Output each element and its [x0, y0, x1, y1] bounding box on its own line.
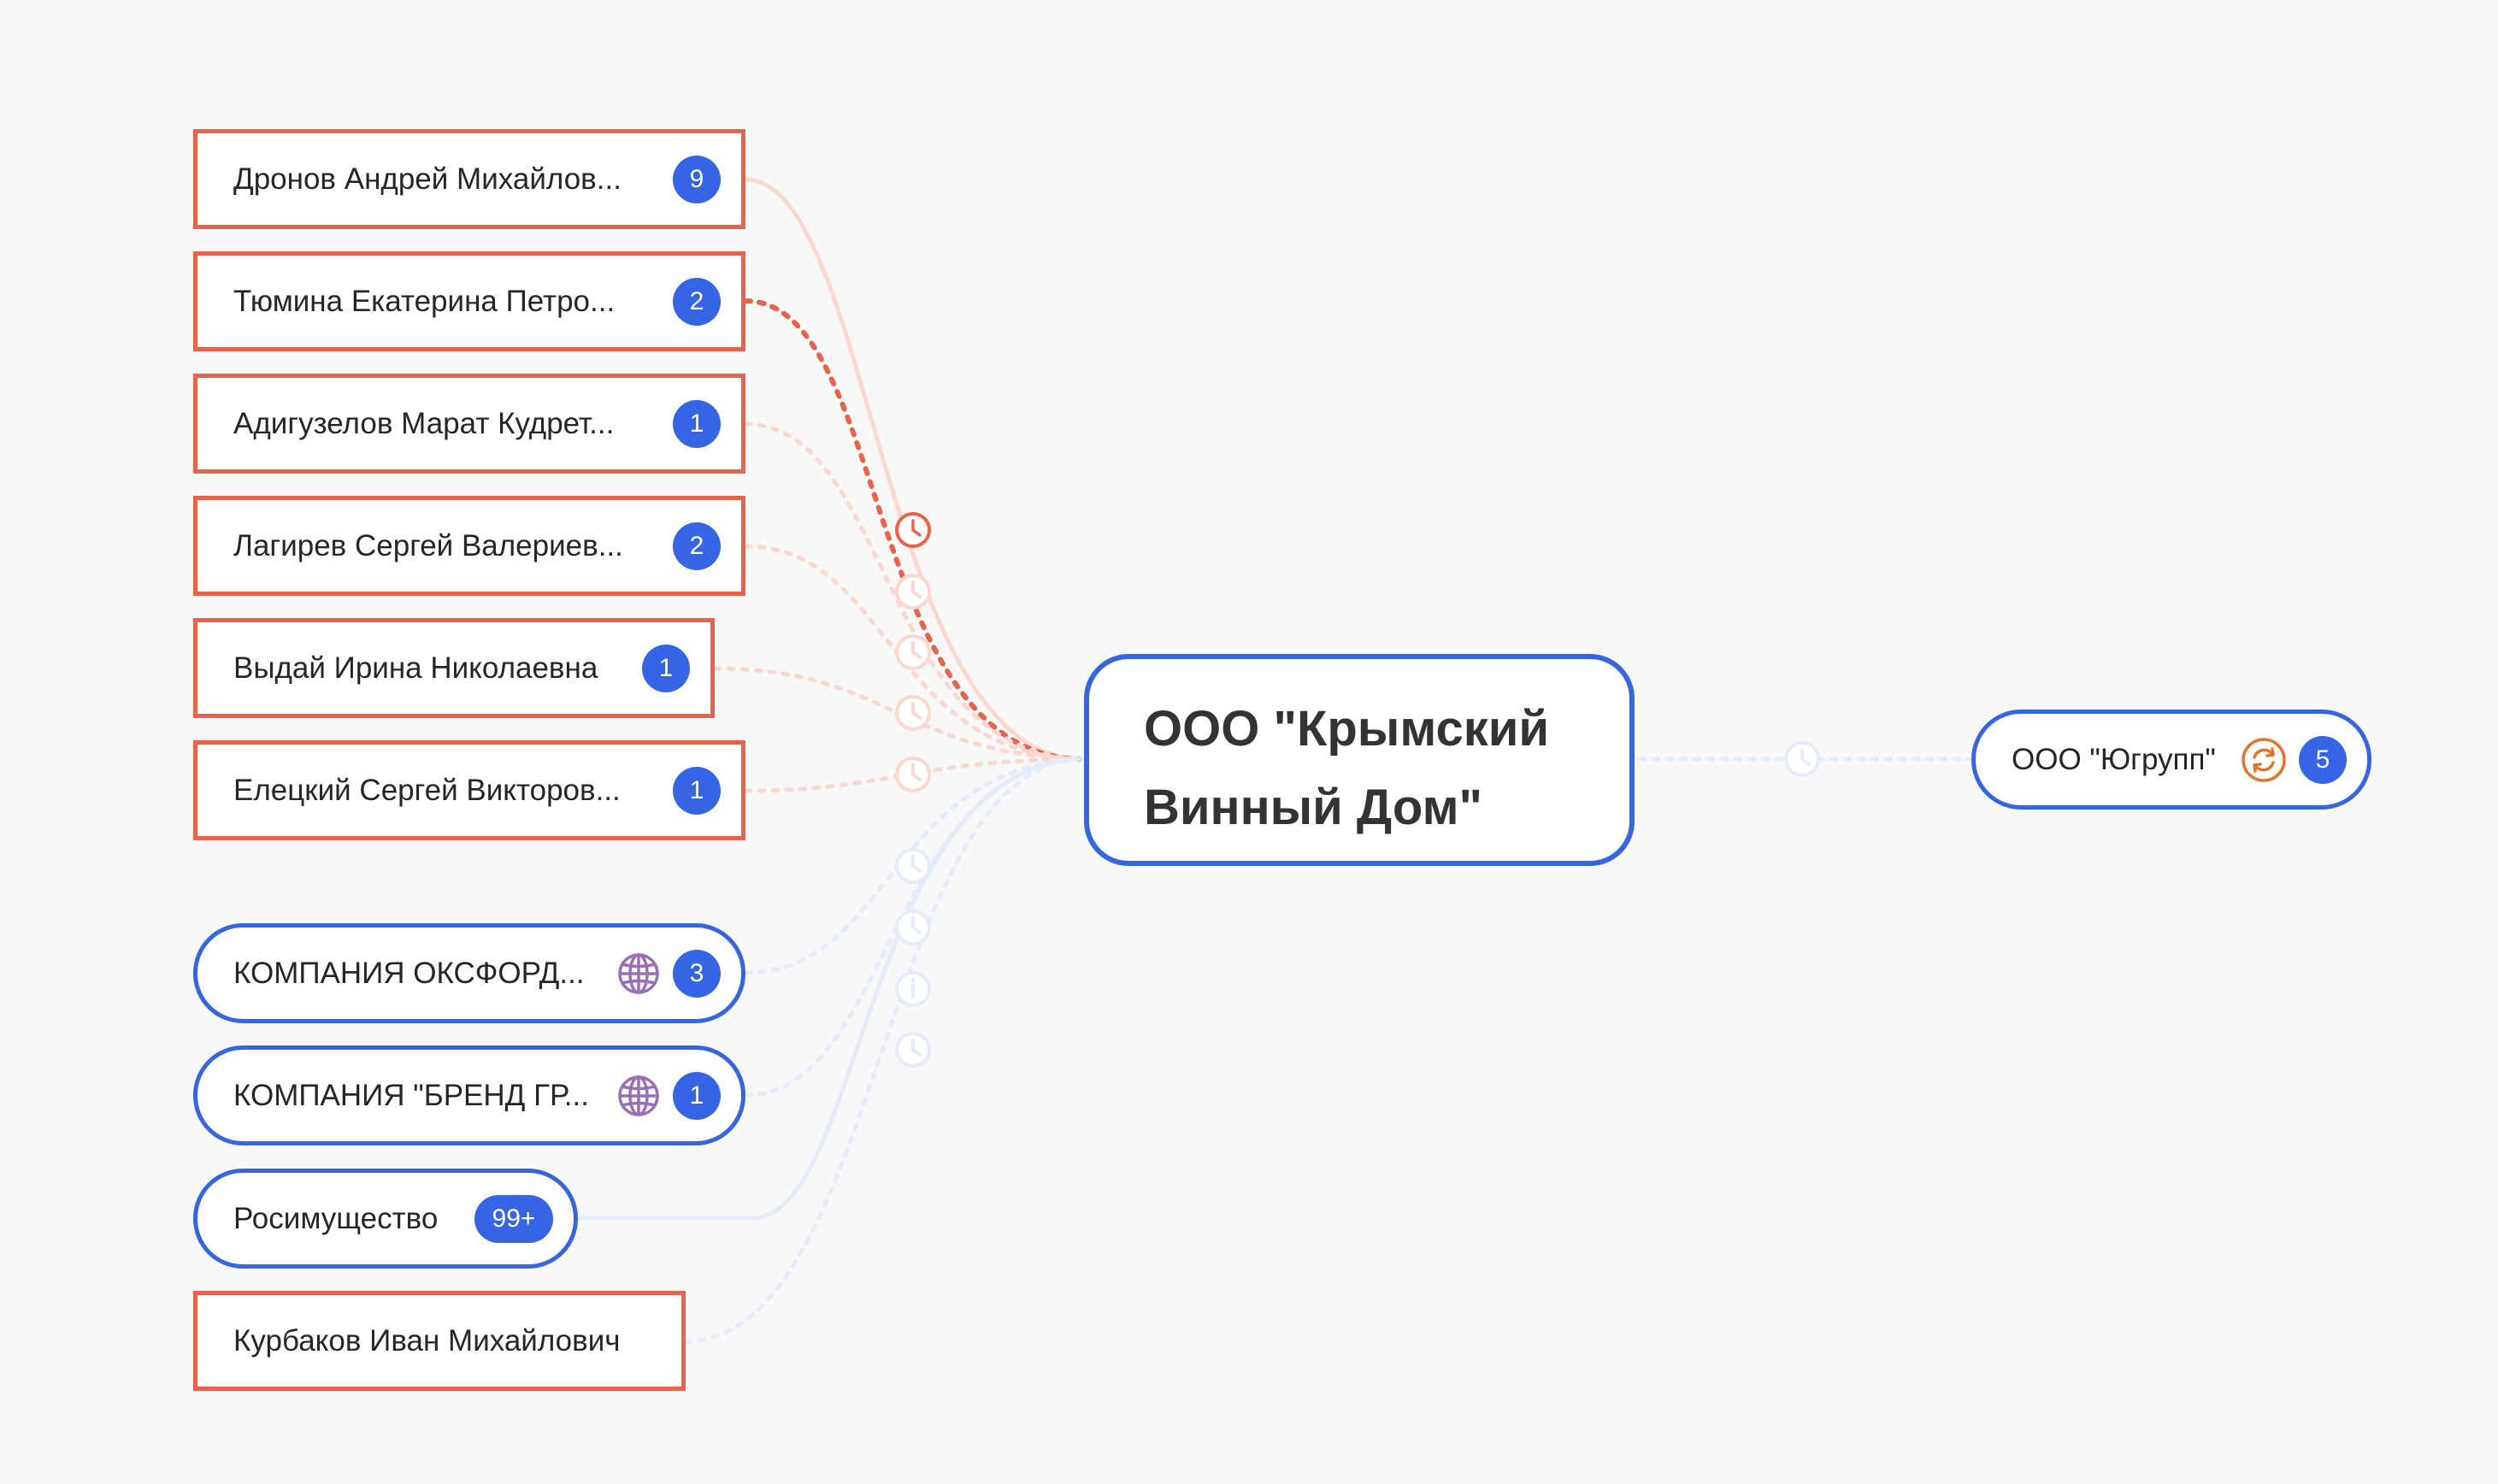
globe-icon	[618, 952, 659, 994]
node-label: Дронов Андрей Михайлов...	[233, 162, 622, 196]
count-badge: 1	[642, 644, 690, 692]
count-badge: 2	[673, 521, 721, 570]
info-icon	[895, 971, 931, 1007]
count-badge: 1	[673, 399, 721, 448]
node-adiguzelov[interactable]: Адигузелов Марат Кудрет... 1	[193, 374, 745, 474]
count-badge: 1	[673, 766, 721, 815]
edge-vyday	[712, 666, 1081, 762]
edge-tyumina	[743, 298, 1081, 762]
globe-icon	[618, 1075, 659, 1116]
count-badge: 9	[673, 155, 721, 203]
node-tyumina[interactable]: Тюмина Екатерина Петро... 2	[193, 251, 745, 351]
clock-icon	[895, 757, 931, 792]
node-label: КОМПАНИЯ "БРЕНД ГР...	[233, 1078, 589, 1112]
edge-rosimushchestvo	[578, 757, 1080, 1221]
edge-kurbakov	[683, 757, 1081, 1344]
edge-lagirev	[743, 544, 1081, 762]
node-label: Адигузелов Марат Кудрет...	[233, 406, 615, 440]
node-oxford[interactable]: КОМПАНИЯ ОКСФОРД... 3	[193, 923, 745, 1023]
clock-icon	[895, 695, 931, 731]
node-yugrupp[interactable]: ООО "Югрупп" 5	[1971, 710, 2371, 810]
node-label: КОМПАНИЯ ОКСФОРД...	[233, 956, 585, 990]
edge-oxford	[743, 757, 1081, 975]
edge-adiguzelov	[743, 421, 1081, 762]
center-node[interactable]: ООО "Крымский Винный Дом"	[1084, 654, 1635, 866]
clock-icon	[895, 574, 931, 610]
sync-icon	[2242, 737, 2286, 782]
clock-icon	[895, 634, 931, 670]
node-rosimushchestvo[interactable]: Росимущество 99+	[193, 1169, 578, 1269]
node-brand[interactable]: КОМПАНИЯ "БРЕНД ГР... 1	[193, 1045, 745, 1145]
node-vyday[interactable]: Выдай Ирина Николаевна 1	[193, 618, 715, 718]
node-label: Выдай Ирина Николаевна	[233, 651, 598, 685]
clock-icon-active	[895, 512, 931, 548]
center-node-title-line1: ООО "Крымский	[1144, 701, 1550, 757]
node-label: ООО "Югрупп"	[2012, 742, 2216, 776]
clock-icon	[895, 910, 931, 945]
node-label: Курбаков Иван Михайлович	[233, 1323, 621, 1357]
count-badge: 1	[673, 1071, 721, 1120]
count-badge: 3	[673, 949, 721, 998]
clock-icon	[895, 848, 931, 884]
node-label: Тюмина Екатерина Петро...	[233, 284, 616, 318]
node-label: Елецкий Сергей Викторов...	[233, 773, 621, 807]
node-label: Лагирев Сергей Валериев...	[233, 528, 623, 562]
node-dronov[interactable]: Дронов Андрей Михайлов... 9	[193, 129, 745, 229]
clock-icon	[895, 1032, 931, 1068]
node-eletskiy[interactable]: Елецкий Сергей Викторов... 1	[193, 740, 745, 840]
count-badge: 2	[673, 277, 721, 326]
clock-icon	[1784, 741, 1820, 777]
edge-dronov	[745, 177, 1080, 762]
node-kurbakov[interactable]: Курбаков Иван Михайлович	[193, 1291, 686, 1391]
center-node-title-line2: Винный Дом"	[1144, 780, 1483, 835]
count-badge: 99+	[474, 1194, 553, 1243]
count-badge: 5	[2299, 735, 2347, 784]
node-label: Росимущество	[233, 1201, 439, 1235]
node-lagirev[interactable]: Лагирев Сергей Валериев... 2	[193, 496, 745, 596]
